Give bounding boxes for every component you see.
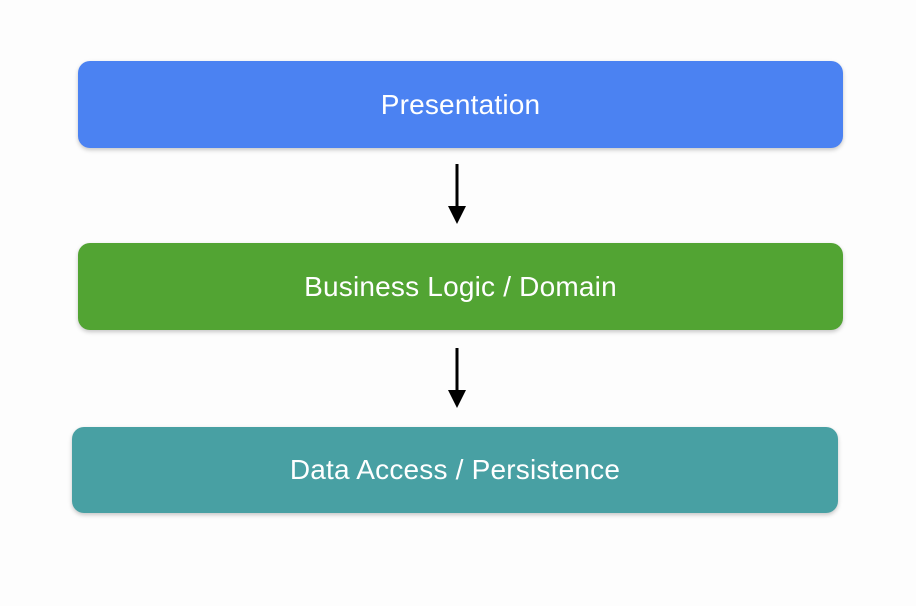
layer-label-presentation: Presentation	[380, 88, 541, 120]
down-arrow	[448, 164, 466, 224]
layer-label-data-access: Data Access / Persistence	[289, 454, 621, 485]
layer-box-presentation: Presentation	[78, 61, 843, 148]
layer-box-data-access: Data Access / Persistence	[72, 427, 838, 513]
down-arrow	[448, 348, 466, 408]
layer-label-business-logic: Business Logic / Domain	[304, 270, 617, 302]
layer-box-business-logic: Business Logic / Domain	[78, 243, 843, 330]
